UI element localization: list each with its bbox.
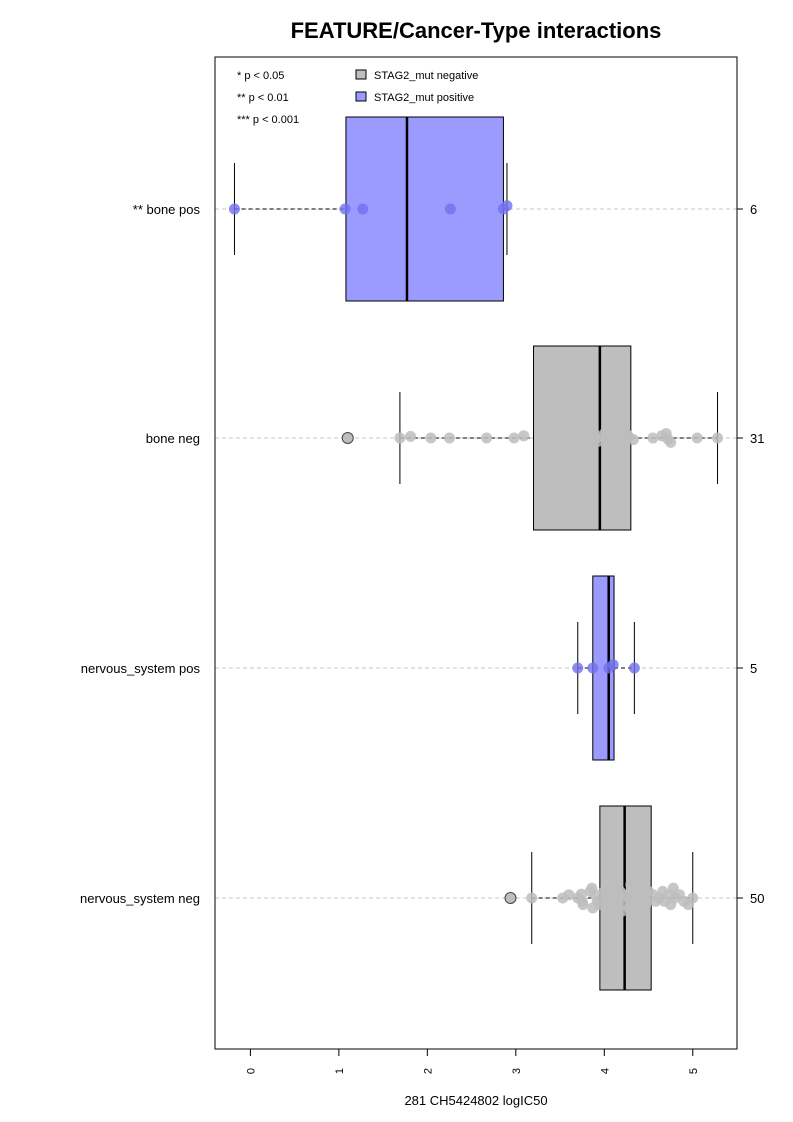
data-point xyxy=(607,659,619,671)
data-point xyxy=(614,436,626,448)
data-point xyxy=(535,432,547,444)
legend-swatch xyxy=(355,91,367,102)
category-label: bone neg xyxy=(146,431,200,446)
data-point xyxy=(628,662,640,674)
data-point xyxy=(425,432,437,444)
data-point xyxy=(592,435,604,447)
x-tick-label: 4 xyxy=(599,1068,611,1074)
data-point xyxy=(627,909,639,920)
x-tick-label: 1 xyxy=(334,1068,346,1074)
data-point xyxy=(518,430,530,442)
count-label: 31 xyxy=(750,431,764,446)
data-point xyxy=(567,438,579,449)
data-point xyxy=(339,203,351,215)
data-point xyxy=(481,432,493,444)
data-point xyxy=(687,892,699,904)
x-tick-label: 0 xyxy=(245,1068,257,1074)
data-point xyxy=(443,432,455,444)
count-label: 50 xyxy=(750,891,764,906)
data-point xyxy=(627,434,639,446)
box-layer xyxy=(233,116,719,991)
x-axis: 0 1 2 3 4 5 xyxy=(245,1049,700,1074)
point-layer xyxy=(228,200,724,920)
data-point xyxy=(563,889,575,901)
category-label: nervous_system pos xyxy=(81,661,201,676)
data-point xyxy=(572,662,584,674)
data-point xyxy=(593,899,605,911)
data-point xyxy=(665,436,677,448)
outlier-point xyxy=(341,432,354,444)
category-label: nervous_system neg xyxy=(80,891,200,906)
data-point xyxy=(647,432,659,444)
legend: * p < 0.05 ** p < 0.01 *** p < 0.001 STAG2_… xyxy=(237,69,478,126)
data-point xyxy=(640,899,652,911)
data-point xyxy=(712,432,724,444)
legend-label: STAG2_mut negative xyxy=(374,70,478,82)
data-point xyxy=(526,892,538,904)
data-point xyxy=(501,200,513,212)
category-labels: ** bone pos 6 bone neg 31 nervous_system pos… xyxy=(80,202,764,906)
data-point xyxy=(577,899,589,911)
x-tick-label: 5 xyxy=(688,1068,700,1074)
grid-layer xyxy=(215,208,737,899)
count-label: 5 xyxy=(750,661,757,676)
category-label: ** bone pos xyxy=(133,202,201,217)
data-point xyxy=(604,902,616,914)
legend-swatch xyxy=(355,69,367,80)
outlier-point xyxy=(504,892,517,904)
data-point xyxy=(587,662,599,674)
box-iqr xyxy=(345,116,504,302)
significance-legend-entry: ** p < 0.01 xyxy=(237,92,289,104)
count-label: 6 xyxy=(750,202,757,217)
data-point xyxy=(444,203,456,215)
data-point xyxy=(357,203,369,215)
significance-legend-entry: *** p < 0.001 xyxy=(237,114,299,126)
legend-label: STAG2_mut positive xyxy=(374,92,474,104)
plot-frame xyxy=(214,56,738,1050)
significance-legend-entry: * p < 0.05 xyxy=(237,70,284,82)
x-tick-label: 3 xyxy=(511,1068,523,1074)
data-point xyxy=(622,892,634,904)
data-point xyxy=(228,203,240,215)
x-tick-label: 2 xyxy=(422,1068,434,1074)
data-point xyxy=(508,432,520,444)
data-point xyxy=(405,430,417,442)
data-point xyxy=(691,432,703,444)
chart-title: FEATURE/Cancer-Type interactions xyxy=(291,18,662,43)
data-point xyxy=(394,432,406,444)
x-axis-label: 281 CH5424802 logIC50 xyxy=(404,1093,547,1108)
